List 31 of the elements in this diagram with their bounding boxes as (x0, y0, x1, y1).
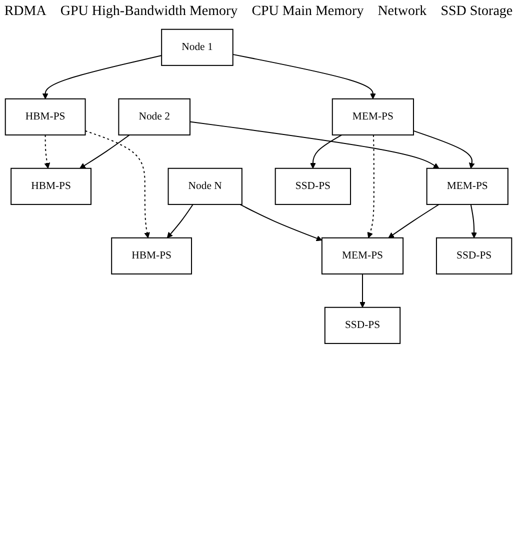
arrow (190, 121, 440, 169)
node-box: MEM-PS (321, 237, 404, 274)
annotation-label: Network (378, 4, 427, 20)
arrow (85, 130, 150, 238)
arrow (310, 134, 342, 169)
arrow (413, 130, 475, 169)
node-box: HBM-PS (111, 237, 192, 274)
node-box: SSD-PS (274, 168, 352, 205)
arrow (42, 55, 162, 100)
annotation-label: CPU Main Memory (252, 4, 364, 20)
node-box: Node 1 (161, 28, 234, 66)
annotation-label: GPU High-Bandwidth Memory (60, 4, 238, 20)
node-box: SSD-PS (436, 237, 512, 274)
node-box: Node N (168, 168, 242, 205)
arrow (232, 54, 376, 100)
arrow (388, 204, 440, 238)
node-box: Node 2 (118, 98, 190, 136)
node-box: HBM-PS (10, 168, 92, 205)
annotation-label: RDMA (4, 4, 46, 20)
node-box: MEM-PS (332, 98, 414, 136)
arrow (367, 134, 374, 238)
arrow (44, 134, 50, 169)
node-box: MEM-PS (426, 168, 508, 205)
arrow (240, 204, 322, 242)
arrow (360, 274, 366, 308)
arrow (470, 204, 477, 238)
arrow (166, 204, 194, 238)
arrow (80, 134, 130, 169)
annotation-label: SSD Storage (440, 4, 513, 20)
node-box: HBM-PS (4, 98, 86, 136)
node-box: SSD-PS (324, 306, 401, 344)
